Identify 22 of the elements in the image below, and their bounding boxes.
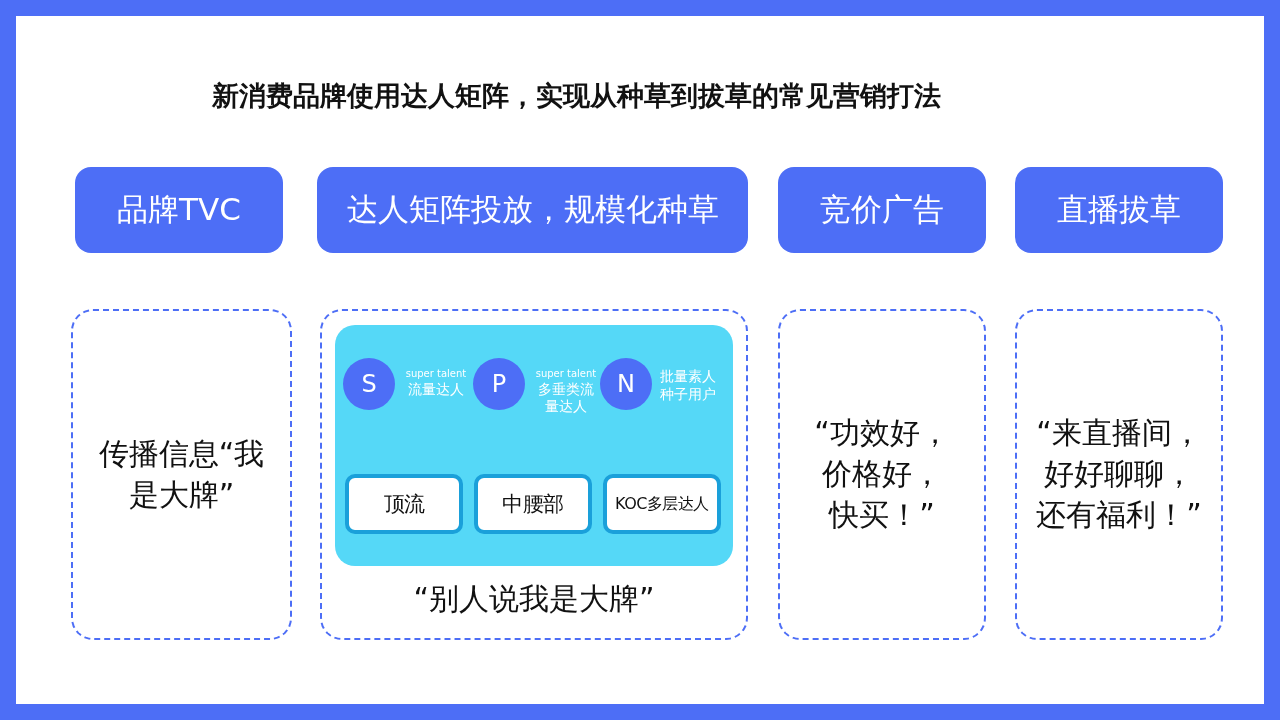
caption-text: 批量素人种子用户 — [659, 368, 717, 403]
caption-text: super talent — [534, 368, 598, 381]
caption-text: 多垂类流量达人 — [537, 380, 595, 416]
letter-circle: P — [473, 358, 525, 410]
title: 新消费品牌使用达人矩阵，实现从种草到拔草的常见营销打法 — [212, 79, 941, 113]
header-box: 竞价广告 — [778, 167, 986, 253]
dashed-panel: “来直播间，好好聊聊，还有福利！” — [1015, 309, 1223, 640]
dashed-panel: “功效好，价格好，快买！” — [778, 309, 986, 640]
caption-text: super talent — [404, 368, 468, 381]
panel-background — [335, 325, 733, 566]
label-box: 顶流 — [345, 474, 463, 534]
letter-circle: S — [343, 358, 395, 410]
header-box: 直播拔草 — [1015, 167, 1223, 253]
header-box: 达人矩阵投放，规模化种草 — [317, 167, 748, 253]
caption-text: 流量达人 — [407, 380, 465, 398]
dashed-panel — [320, 309, 748, 640]
label-box: KOC多层达人 — [603, 474, 721, 534]
letter-circle: N — [600, 358, 652, 410]
panel-caption: “别人说我是大牌” — [413, 580, 655, 618]
dashed-panel: 传播信息“我是大牌” — [71, 309, 292, 640]
header-box: 品牌TVC — [75, 167, 283, 253]
label-box: 中腰部 — [474, 474, 592, 534]
